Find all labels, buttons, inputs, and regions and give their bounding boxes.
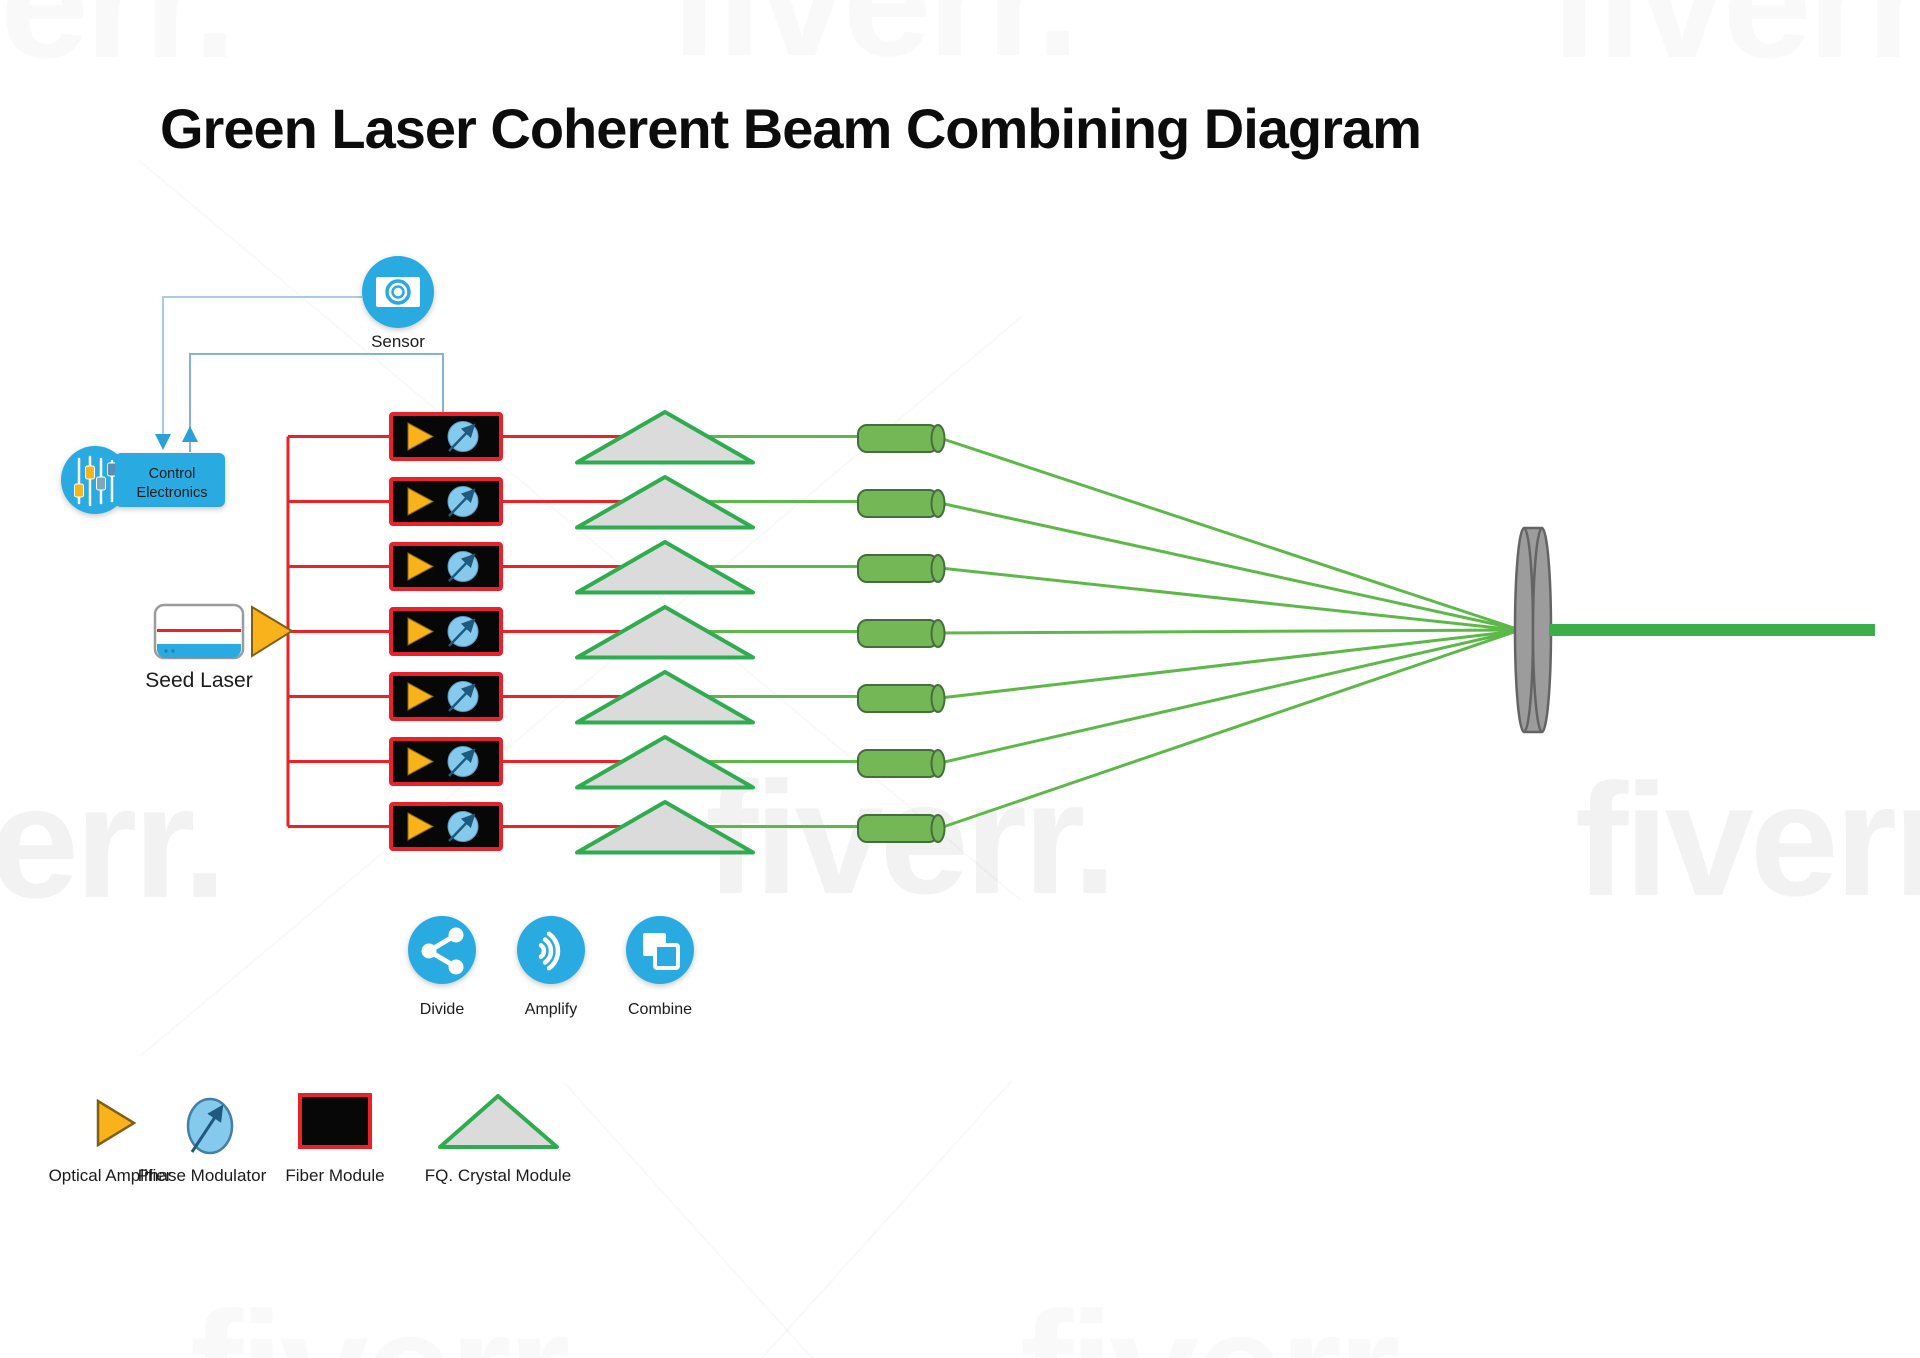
legend-crystal-module-label: FQ. Crystal Module xyxy=(425,1166,571,1185)
legend: Optical Amplifier Phase Modulator Fiber … xyxy=(49,1093,571,1185)
arrow-down-icon xyxy=(155,434,171,450)
beam-line xyxy=(939,629,1518,700)
fiber-module-icon xyxy=(298,1093,372,1149)
process-step-amplify xyxy=(517,916,585,984)
beam-line xyxy=(939,628,1518,635)
beam-channel-row-3 xyxy=(288,542,945,593)
sound-waves-icon xyxy=(538,931,561,971)
control-electronics-node: Control Electronics xyxy=(61,446,225,514)
control-loop-wiring xyxy=(155,296,444,452)
control-electronics-label-line2: Electronics xyxy=(137,485,208,501)
sensor-to-control-wire xyxy=(162,296,362,448)
sensor-node xyxy=(362,256,434,328)
amplifier-triangle-icon xyxy=(96,1098,137,1148)
seed-amplifier-triangle-icon xyxy=(251,605,294,658)
process-step-divide xyxy=(408,916,476,984)
legend-fiber-module-label: Fiber Module xyxy=(285,1166,384,1185)
beam-channel-row-6 xyxy=(288,737,945,788)
seed-laser-node xyxy=(153,603,294,660)
control-electronics-label-line1: Control xyxy=(149,466,196,482)
beam-line xyxy=(939,629,1518,765)
converging-beams xyxy=(939,436,1518,830)
overlap-squares-icon xyxy=(643,933,680,970)
camera-icon xyxy=(376,277,420,307)
beam-line xyxy=(939,566,1518,632)
share-icon xyxy=(421,927,464,975)
legend-phase-modulator-label: Phase Modulator xyxy=(138,1166,267,1185)
seed-laser-label: Seed Laser xyxy=(145,669,252,692)
amplify-label: Amplify xyxy=(525,1001,577,1018)
combine-label: Combine xyxy=(628,1001,692,1018)
legend-optical-amplifier-label: Optical Amplifier xyxy=(49,1166,172,1185)
arrow-up-icon xyxy=(182,426,198,442)
combining-lens xyxy=(1513,526,1553,734)
beam-channel-row-1 xyxy=(288,412,945,463)
process-step-combine xyxy=(626,916,694,984)
control-electronics-box xyxy=(115,453,225,507)
beam-channel-row-4 xyxy=(288,607,945,658)
crystal-module-icon xyxy=(438,1094,559,1149)
divide-label: Divide xyxy=(420,1001,465,1018)
phase-modulator-icon xyxy=(186,1097,234,1155)
page-title: Green Laser Coherent Beam Combining Diag… xyxy=(160,97,1422,160)
beam-channel-row-5 xyxy=(288,672,945,723)
sensor-label: Sensor xyxy=(371,332,425,351)
beam-channel-row-2 xyxy=(288,477,945,528)
beam-channel-row-7 xyxy=(288,802,945,853)
output-beam xyxy=(1549,624,1875,636)
beam-line xyxy=(939,501,1518,631)
control-to-modulator-wire xyxy=(189,353,444,452)
divide-circle xyxy=(408,916,476,984)
beam-line xyxy=(939,436,1518,631)
beam-line xyxy=(939,629,1518,830)
seed-laser-base xyxy=(157,644,241,658)
